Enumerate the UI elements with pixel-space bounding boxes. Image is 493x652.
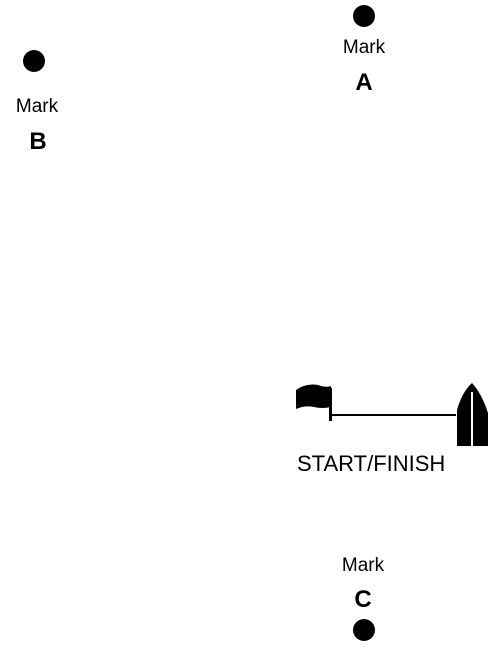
mark-a-dot	[353, 5, 375, 27]
mark-a-word: Mark	[343, 37, 386, 58]
mark-c-word: Mark	[342, 555, 385, 576]
start-finish-line: START/FINISH	[296, 383, 488, 476]
start-finish-label: START/FINISH	[297, 451, 445, 476]
mark-b-word: Mark	[16, 96, 59, 117]
mark-c: Mark C	[342, 555, 385, 641]
mark-b-letter: B	[29, 128, 46, 155]
mark-b: Mark B	[16, 50, 59, 155]
boat-icon	[457, 383, 488, 446]
mark-b-dot	[23, 50, 45, 72]
mark-c-dot	[353, 619, 375, 641]
mark-a: Mark A	[343, 5, 386, 96]
flag-icon	[296, 384, 332, 421]
mark-c-letter: C	[354, 586, 371, 613]
mark-a-letter: A	[355, 69, 372, 96]
